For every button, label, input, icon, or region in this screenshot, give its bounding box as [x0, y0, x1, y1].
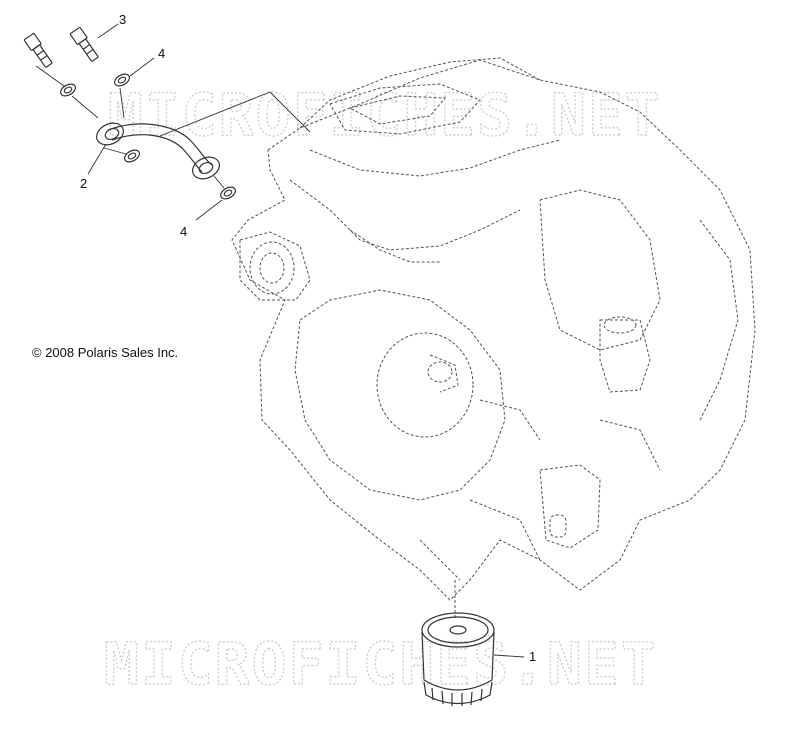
leader-line-2	[87, 143, 107, 175]
leader-line-4-bottom	[195, 199, 223, 221]
leader-line-1	[493, 654, 525, 658]
watermark-top: MICROFICHES.NET	[108, 81, 662, 149]
copyright-notice: © 2008 Polaris Sales Inc.	[32, 345, 178, 360]
watermark-bottom: MICROFICHES.NET	[104, 630, 658, 698]
callout-4-top: 4	[158, 46, 165, 61]
assembly-lines	[35, 65, 311, 189]
sealing-washer	[60, 73, 236, 200]
banjo-bolt	[23, 26, 99, 68]
callout-1: 1	[529, 649, 536, 664]
engine-block	[231, 57, 756, 620]
oil-filter	[421, 612, 495, 706]
callout-4-bottom: 4	[180, 224, 187, 239]
callout-3: 3	[119, 12, 126, 27]
oil-line-fitting	[96, 122, 220, 180]
leader-line-3	[97, 23, 119, 39]
leader-line-4-top	[129, 57, 155, 77]
callout-2: 2	[80, 176, 87, 191]
